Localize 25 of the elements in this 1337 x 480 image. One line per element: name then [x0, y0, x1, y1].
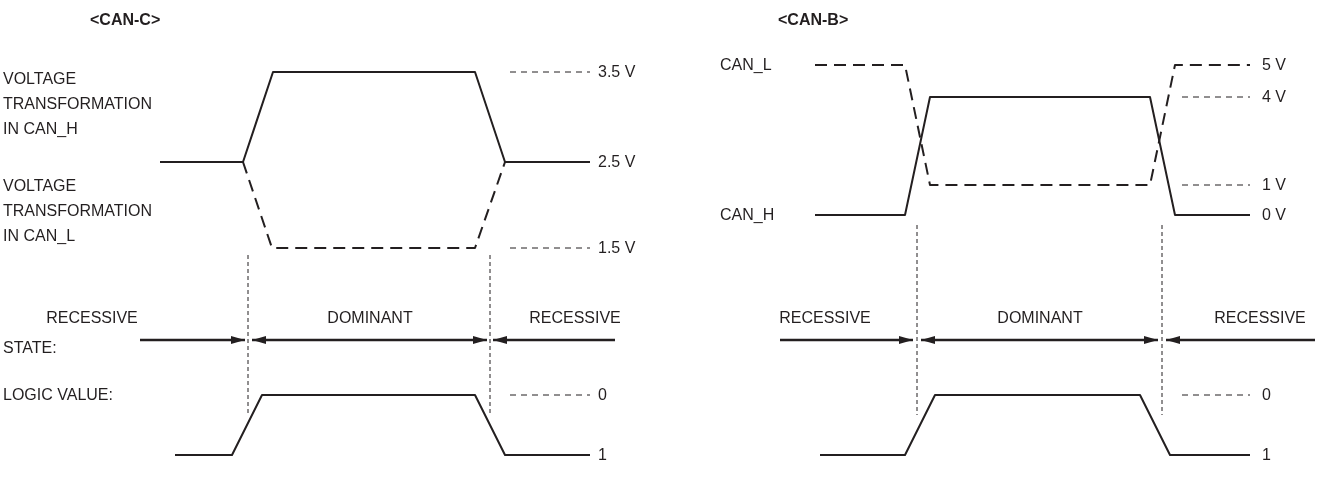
state-label: RECESSIVE [46, 308, 138, 328]
logic-level: 0 [1262, 385, 1271, 405]
voltage-level: 4 V [1262, 87, 1286, 107]
voltage-level: 5 V [1262, 55, 1286, 75]
voltage-level: 0 V [1262, 205, 1286, 225]
panel-heading: <CAN-C> [90, 10, 161, 30]
signal-label: CAN_L [720, 55, 772, 75]
voltage-level: 3.5 V [598, 62, 636, 82]
signal-label: CAN_H [720, 205, 775, 225]
state-label: RECESSIVE [779, 308, 871, 328]
logic-level: 1 [598, 445, 607, 465]
logic-level: 1 [1262, 445, 1271, 465]
signal-label: VOLTAGE TRANSFORMATION IN CAN_L [3, 176, 154, 246]
state-label: DOMINANT [997, 308, 1083, 328]
state-label: RECESSIVE [529, 308, 621, 328]
state-label: DOMINANT [327, 308, 413, 328]
row-label: STATE: [3, 338, 57, 358]
voltage-level: 2.5 V [598, 152, 636, 172]
panel-heading: <CAN-B> [778, 10, 849, 30]
logic-level: 0 [598, 385, 607, 405]
row-label: LOGIC VALUE: [3, 385, 113, 405]
voltage-level: 1.5 V [598, 238, 636, 258]
signal-label: VOLTAGE TRANSFORMATION IN CAN_H [3, 69, 154, 139]
voltage-level: 1 V [1262, 175, 1286, 195]
state-label: RECESSIVE [1214, 308, 1306, 328]
